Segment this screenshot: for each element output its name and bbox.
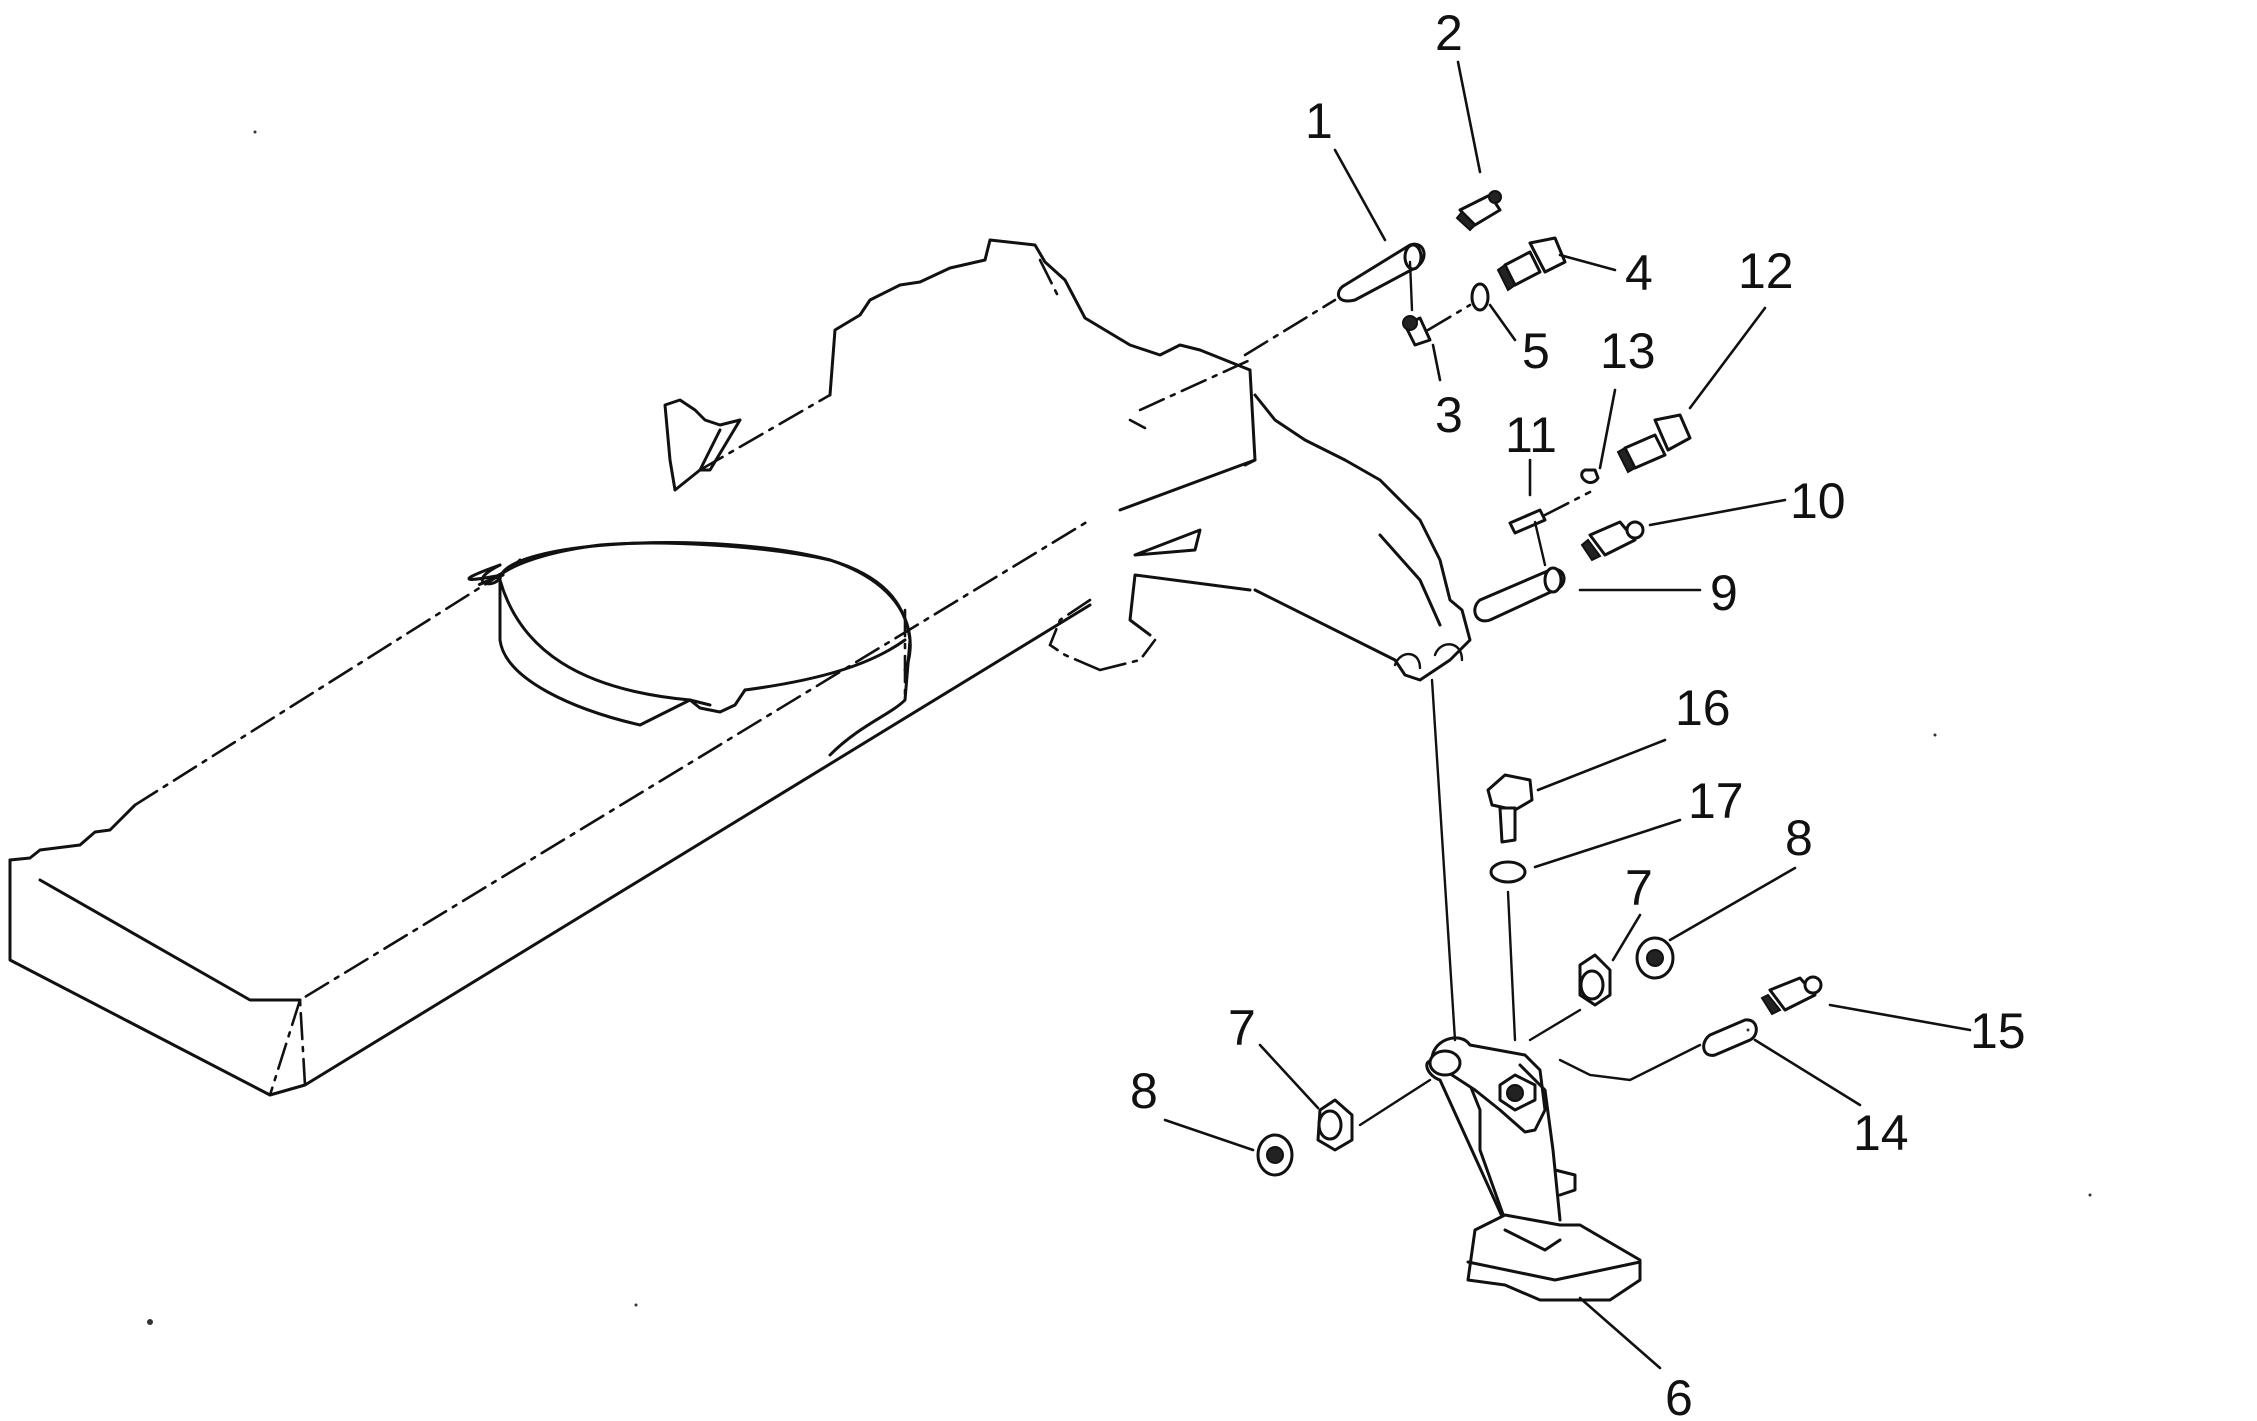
callout-9: 9 xyxy=(1710,565,1738,621)
part-13-clip xyxy=(1580,468,1600,485)
callout-2: 2 xyxy=(1435,5,1463,61)
parts xyxy=(1256,190,1823,1177)
part-8-nut-lower xyxy=(1256,1133,1294,1177)
part-12-bolt xyxy=(1616,413,1692,474)
bracket-arm xyxy=(1048,358,1472,682)
part-10-fitting xyxy=(1580,520,1645,562)
part-7-bushing-upper xyxy=(1578,953,1612,1007)
callout-16: 16 xyxy=(1675,680,1731,736)
leader-lines xyxy=(1163,60,1972,1370)
main-frame xyxy=(8,238,1252,1097)
callout-5: 5 xyxy=(1522,323,1550,379)
scan-specks xyxy=(147,130,2092,1325)
callout-12: 12 xyxy=(1738,243,1794,299)
callout-14: 14 xyxy=(1853,1105,1909,1161)
assembly-lines xyxy=(1243,260,1702,1127)
part-4-bolt xyxy=(1496,236,1567,292)
callout-8-lower: 8 xyxy=(1130,1063,1158,1119)
callout-3: 3 xyxy=(1435,387,1463,443)
fuel-tank xyxy=(467,398,912,757)
pedal-assembly xyxy=(1425,1036,1642,1302)
callout-13: 13 xyxy=(1600,323,1656,379)
part-5-washer xyxy=(1470,282,1490,312)
part-2-fitting xyxy=(1455,190,1502,232)
part-9-pin xyxy=(1473,566,1566,623)
callout-15: 15 xyxy=(1970,1003,2026,1059)
callout-7-lower: 7 xyxy=(1228,1000,1256,1056)
callout-6: 6 xyxy=(1665,1370,1693,1421)
part-15-fitting xyxy=(1760,975,1823,1016)
callout-4: 4 xyxy=(1625,245,1653,301)
callout-11: 11 xyxy=(1505,407,1557,463)
part-3-bolt xyxy=(1402,315,1432,347)
callout-10: 10 xyxy=(1790,473,1846,529)
callout-7-upper: 7 xyxy=(1625,860,1653,916)
part-7-bushing-lower xyxy=(1316,1098,1354,1152)
callout-17: 17 xyxy=(1688,773,1744,829)
callout-labels: 1 2 3 4 5 6 7 7 8 8 9 10 11 12 13 14 15 … xyxy=(1130,5,2026,1421)
part-11-pin xyxy=(1508,508,1547,535)
callout-1: 1 xyxy=(1305,93,1333,149)
part-17-washer xyxy=(1489,860,1527,884)
part-8-nut-upper xyxy=(1635,936,1675,980)
callout-8-upper: 8 xyxy=(1785,810,1813,866)
part-14-pin xyxy=(1702,1018,1758,1057)
part-16-bolt xyxy=(1486,773,1534,844)
